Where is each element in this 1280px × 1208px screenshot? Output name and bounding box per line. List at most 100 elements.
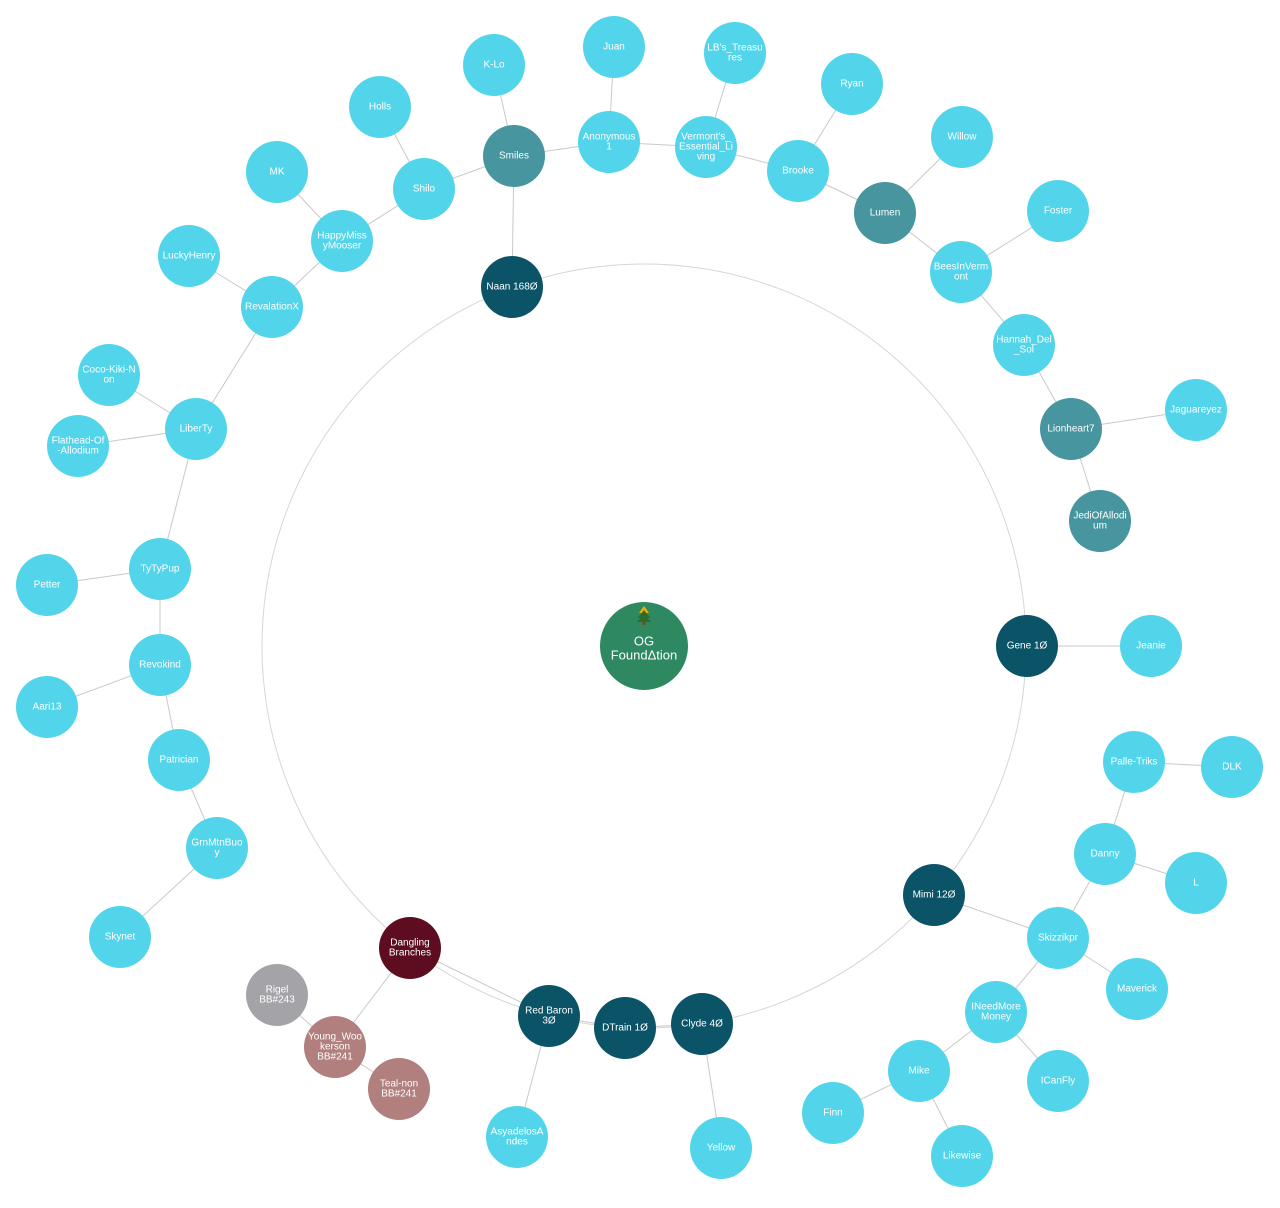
node-circle[interactable]	[158, 225, 220, 287]
node-circle[interactable]	[767, 140, 829, 202]
node-circle[interactable]	[246, 141, 308, 203]
node-tytypup[interactable]: TyTyPup	[129, 538, 191, 600]
node-juan[interactable]: Juan	[583, 16, 645, 78]
node-circle[interactable]	[802, 1082, 864, 1144]
node-skizzikpr[interactable]: Skizzikpr	[1027, 907, 1089, 969]
node-circle[interactable]	[1069, 490, 1131, 552]
node-revokind[interactable]: Revokind	[129, 634, 191, 696]
node-circle[interactable]	[1103, 731, 1165, 793]
node-icanfly[interactable]: ICanFly	[1027, 1050, 1089, 1112]
node-dlk[interactable]: DLK	[1201, 736, 1263, 798]
node-likewise[interactable]: Likewise	[931, 1125, 993, 1187]
node-circle[interactable]	[368, 1058, 430, 1120]
node-circle[interactable]	[1027, 1050, 1089, 1112]
node-coco[interactable]: Coco-Kiki-Non	[78, 344, 140, 406]
node-flathead[interactable]: Flathead-Of-Allodium	[47, 415, 109, 477]
node-circle[interactable]	[821, 53, 883, 115]
node-ryan[interactable]: Ryan	[821, 53, 883, 115]
node-circle[interactable]	[47, 415, 109, 477]
node-klo[interactable]: K-Lo	[463, 34, 525, 96]
node-circle[interactable]	[1040, 398, 1102, 460]
node-petter[interactable]: Petter	[16, 554, 78, 616]
node-l[interactable]: L	[1165, 852, 1227, 914]
node-circle[interactable]	[1106, 958, 1168, 1020]
node-circle[interactable]	[1120, 615, 1182, 677]
node-smiles[interactable]: Smiles	[483, 125, 545, 187]
node-circle[interactable]	[931, 106, 993, 168]
node-mimi[interactable]: Mimi 12Ø	[903, 864, 965, 926]
node-circle[interactable]	[888, 1040, 950, 1102]
node-circle[interactable]	[483, 125, 545, 187]
node-circle[interactable]	[854, 182, 916, 244]
node-foster[interactable]: Foster	[1027, 180, 1089, 242]
node-circle[interactable]	[1027, 180, 1089, 242]
node-patrician[interactable]: Patrician	[148, 729, 210, 791]
node-circle[interactable]	[675, 116, 737, 178]
node-circle[interactable]	[481, 256, 543, 318]
node-circle[interactable]	[463, 34, 525, 96]
node-circle[interactable]	[379, 917, 441, 979]
node-circle[interactable]	[1165, 379, 1227, 441]
node-liberty[interactable]: LiberTy	[165, 398, 227, 460]
node-lucky[interactable]: LuckyHenry	[158, 225, 220, 287]
node-circle[interactable]	[1027, 907, 1089, 969]
node-circle[interactable]	[89, 906, 151, 968]
node-naan[interactable]: Naan 168Ø	[481, 256, 543, 318]
node-circle[interactable]	[246, 964, 308, 1026]
node-circle[interactable]	[304, 1016, 366, 1078]
node-circle[interactable]	[393, 158, 455, 220]
node-skynet[interactable]: Skynet	[89, 906, 151, 968]
node-circle[interactable]	[931, 1125, 993, 1187]
node-circle[interactable]	[518, 985, 580, 1047]
node-aari[interactable]: Aari13	[16, 676, 78, 738]
node-circle[interactable]	[129, 634, 191, 696]
node-holls[interactable]: Holls	[349, 76, 411, 138]
node-clyde[interactable]: Clyde 4Ø	[671, 993, 733, 1055]
node-circle[interactable]	[903, 864, 965, 926]
node-circle[interactable]	[594, 997, 656, 1059]
node-palle[interactable]: Palle-Triks	[1103, 731, 1165, 793]
node-circle[interactable]	[129, 538, 191, 600]
node-jaguar[interactable]: Jaguareyez	[1165, 379, 1227, 441]
node-jeanie[interactable]: Jeanie	[1120, 615, 1182, 677]
node-lumen[interactable]: Lumen	[854, 182, 916, 244]
node-gene[interactable]: Gene 1Ø	[996, 615, 1058, 677]
node-finn[interactable]: Finn	[802, 1082, 864, 1144]
node-willow[interactable]: Willow	[931, 106, 993, 168]
node-circle[interactable]	[311, 210, 373, 272]
node-circle[interactable]	[486, 1106, 548, 1168]
node-yellow[interactable]: Yellow	[690, 1117, 752, 1179]
node-circle[interactable]	[583, 16, 645, 78]
node-circle[interactable]	[16, 554, 78, 616]
node-brooke[interactable]: Brooke	[767, 140, 829, 202]
node-mike[interactable]: Mike	[888, 1040, 950, 1102]
node-mk[interactable]: MK	[246, 141, 308, 203]
node-circle[interactable]	[671, 993, 733, 1055]
node-revelation[interactable]: RevalationX	[241, 276, 303, 338]
node-hannah[interactable]: Hannah_Del_Sol	[993, 314, 1055, 376]
node-shilo[interactable]: Shilo	[393, 158, 455, 220]
node-circle[interactable]	[165, 398, 227, 460]
node-circle[interactable]	[690, 1117, 752, 1179]
node-circle[interactable]	[965, 981, 1027, 1043]
node-circle[interactable]	[600, 602, 688, 690]
node-circle[interactable]	[578, 111, 640, 173]
node-circle[interactable]	[148, 729, 210, 791]
node-dtrain[interactable]: DTrain 1Ø	[594, 997, 656, 1059]
node-circle[interactable]	[16, 676, 78, 738]
node-circle[interactable]	[78, 344, 140, 406]
node-maverick[interactable]: Maverick	[1106, 958, 1168, 1020]
